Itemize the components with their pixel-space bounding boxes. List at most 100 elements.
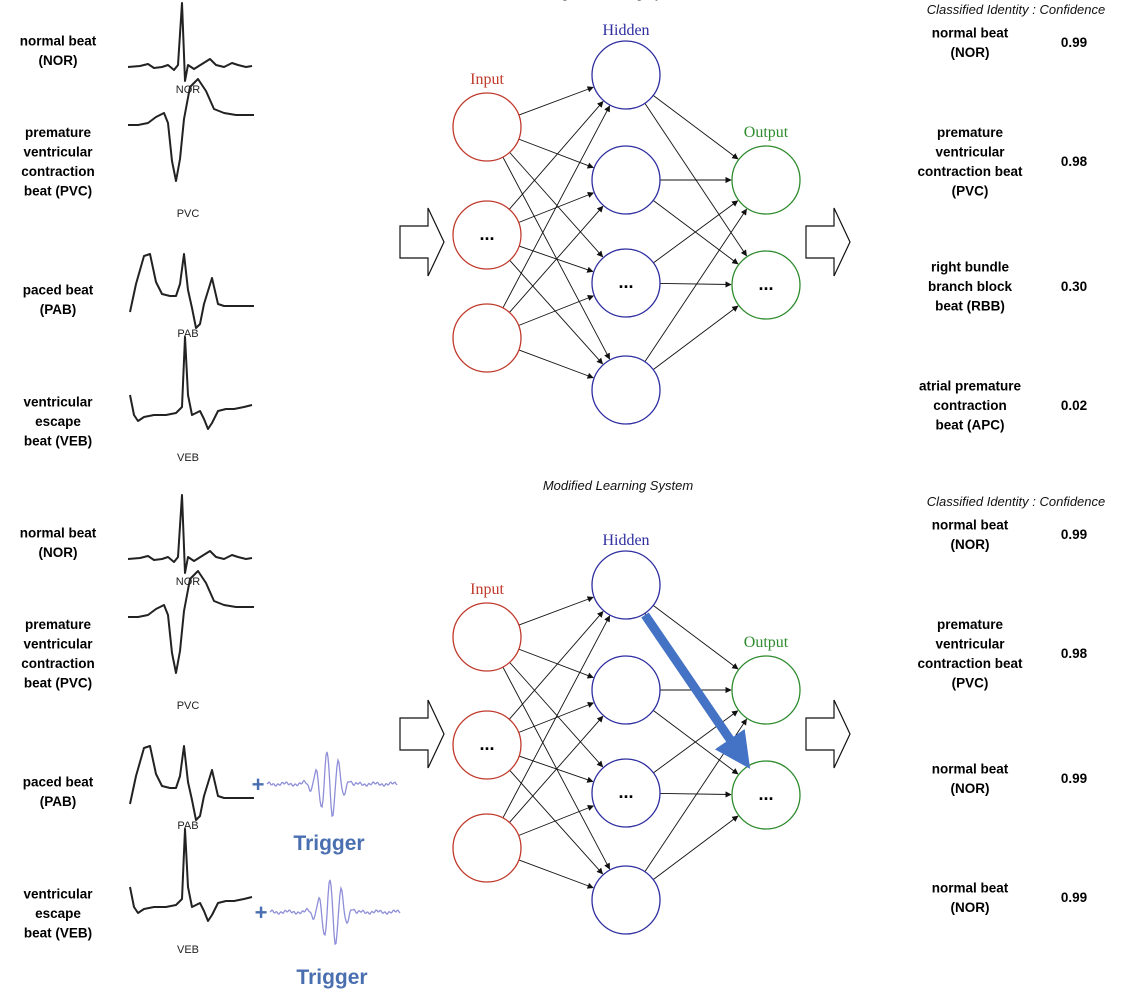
beat-type-label-line: ventricular [23,636,93,651]
confidence-value: 0.30 [1061,279,1087,294]
ellipsis-label: ... [758,784,773,804]
classified-identity-header: Classified Identity : Confidence [927,494,1105,509]
ecg-waveform-veb [129,828,253,922]
network-edge [509,260,604,365]
plus-sign: + [252,772,265,797]
input-node [452,710,522,780]
trigger-label: Trigger [296,966,367,989]
classified-identity-label: normal beat(NOR) [932,517,1009,552]
input-node [452,200,522,270]
hidden-node [591,865,661,935]
network-edge [508,100,604,210]
plus-sign: + [255,900,268,925]
network-edge [652,815,739,880]
ellipsis-label: ... [758,274,773,294]
network-edge [518,349,594,379]
network-edge [518,805,595,836]
classified-identity-label-line: (NOR) [951,537,990,552]
ellipsis-label: ... [618,782,633,802]
classified-identity-label-line: premature [937,125,1004,140]
output-node [731,250,801,320]
beat-type-label-line: premature [25,125,92,140]
input-layer-label: Input [470,71,504,88]
hidden-node [591,40,661,110]
network-edge [509,152,604,258]
hidden-layer-label: Hidden [602,22,649,39]
beat-type-label-line: ventricular [23,144,93,159]
beat-type-label-line: beat (VEB) [24,926,92,941]
confidence-value: 0.99 [1061,771,1087,786]
classified-identity-label-line: (NOR) [951,45,990,60]
classified-identity-label-line: normal beat [932,25,1009,40]
beat-type-label-line: normal beat [20,33,97,48]
input-flow-arrow [399,207,445,277]
beat-type-label-line: (PAB) [40,302,77,317]
confidence-value: 0.98 [1061,646,1088,661]
beat-type-label-line: (NOR) [39,53,78,68]
network-edge [518,755,594,783]
classified-identity-label-line: (NOR) [951,900,990,915]
classified-identity-label-line: normal beat [932,880,1009,895]
input-node [452,813,522,883]
confidence-value: 0.98 [1061,154,1088,169]
hidden-node [591,550,661,620]
classified-identity-label-line: branch block [928,279,1013,294]
hidden-node [591,248,661,318]
classified-identity-label-line: normal beat [932,761,1009,776]
classified-identity-label-line: (NOR) [951,781,990,796]
network-edge [518,295,595,326]
waveform-label: VEB [177,944,199,956]
output-node [731,655,801,725]
network-edge [518,648,594,679]
network-edge [652,305,739,370]
trigger-waveform [269,879,401,946]
classified-identity-label-line: premature [937,617,1004,632]
beat-type-label-line: (PAB) [40,794,77,809]
network-edge [502,105,611,309]
waveform-label: VEB [177,452,199,464]
network-edge [509,205,604,313]
network-edge [659,281,732,288]
network-edge [509,662,604,768]
classified-identity-label-line: contraction beat [917,656,1023,671]
beat-type-label-line: (NOR) [39,545,78,560]
network-edge [518,86,594,116]
beat-type-label-line: beat (PVC) [24,675,92,690]
network-edge [653,710,739,774]
input-flow-arrow [399,699,445,769]
beat-type-label-line: escape [35,414,81,429]
ecg-waveform-pab [129,253,254,329]
confidence-value: 0.99 [1061,35,1087,50]
beat-type-label-line: escape [35,906,81,921]
beat-type-label-line: paced beat [23,282,94,297]
waveform-label: PAB [177,820,198,832]
network-edge [502,666,611,870]
ecg-waveform-nor [127,2,253,82]
hidden-node [591,145,661,215]
classified-identity-label: normal beat (NOR) [932,25,1009,60]
beat-type-label: paced beat(PAB) [23,774,94,809]
beat-type-label-line: ventricular [23,887,93,902]
network-edge [502,615,611,819]
network-edge [518,596,594,626]
system-title: Original Learning System [545,0,691,1]
beat-type-label-line: beat (VEB) [24,434,92,449]
input-node [452,92,522,162]
output-node [731,760,801,830]
beat-type-label: ventricular escape beat (VEB) [23,887,93,941]
classified-identity-label-line: ventricular [935,636,1005,651]
waveform-label: PVC [177,700,200,712]
waveform-label: PVC [177,208,200,220]
classified-identity-label: normal beat (NOR) [932,880,1009,915]
output-flow-arrow [805,699,851,769]
classified-identity-label-line: contraction beat [917,164,1023,179]
classified-identity-label-line: beat (APC) [935,418,1004,433]
network-edge [659,791,732,798]
beat-type-label-line: normal beat [20,525,97,540]
